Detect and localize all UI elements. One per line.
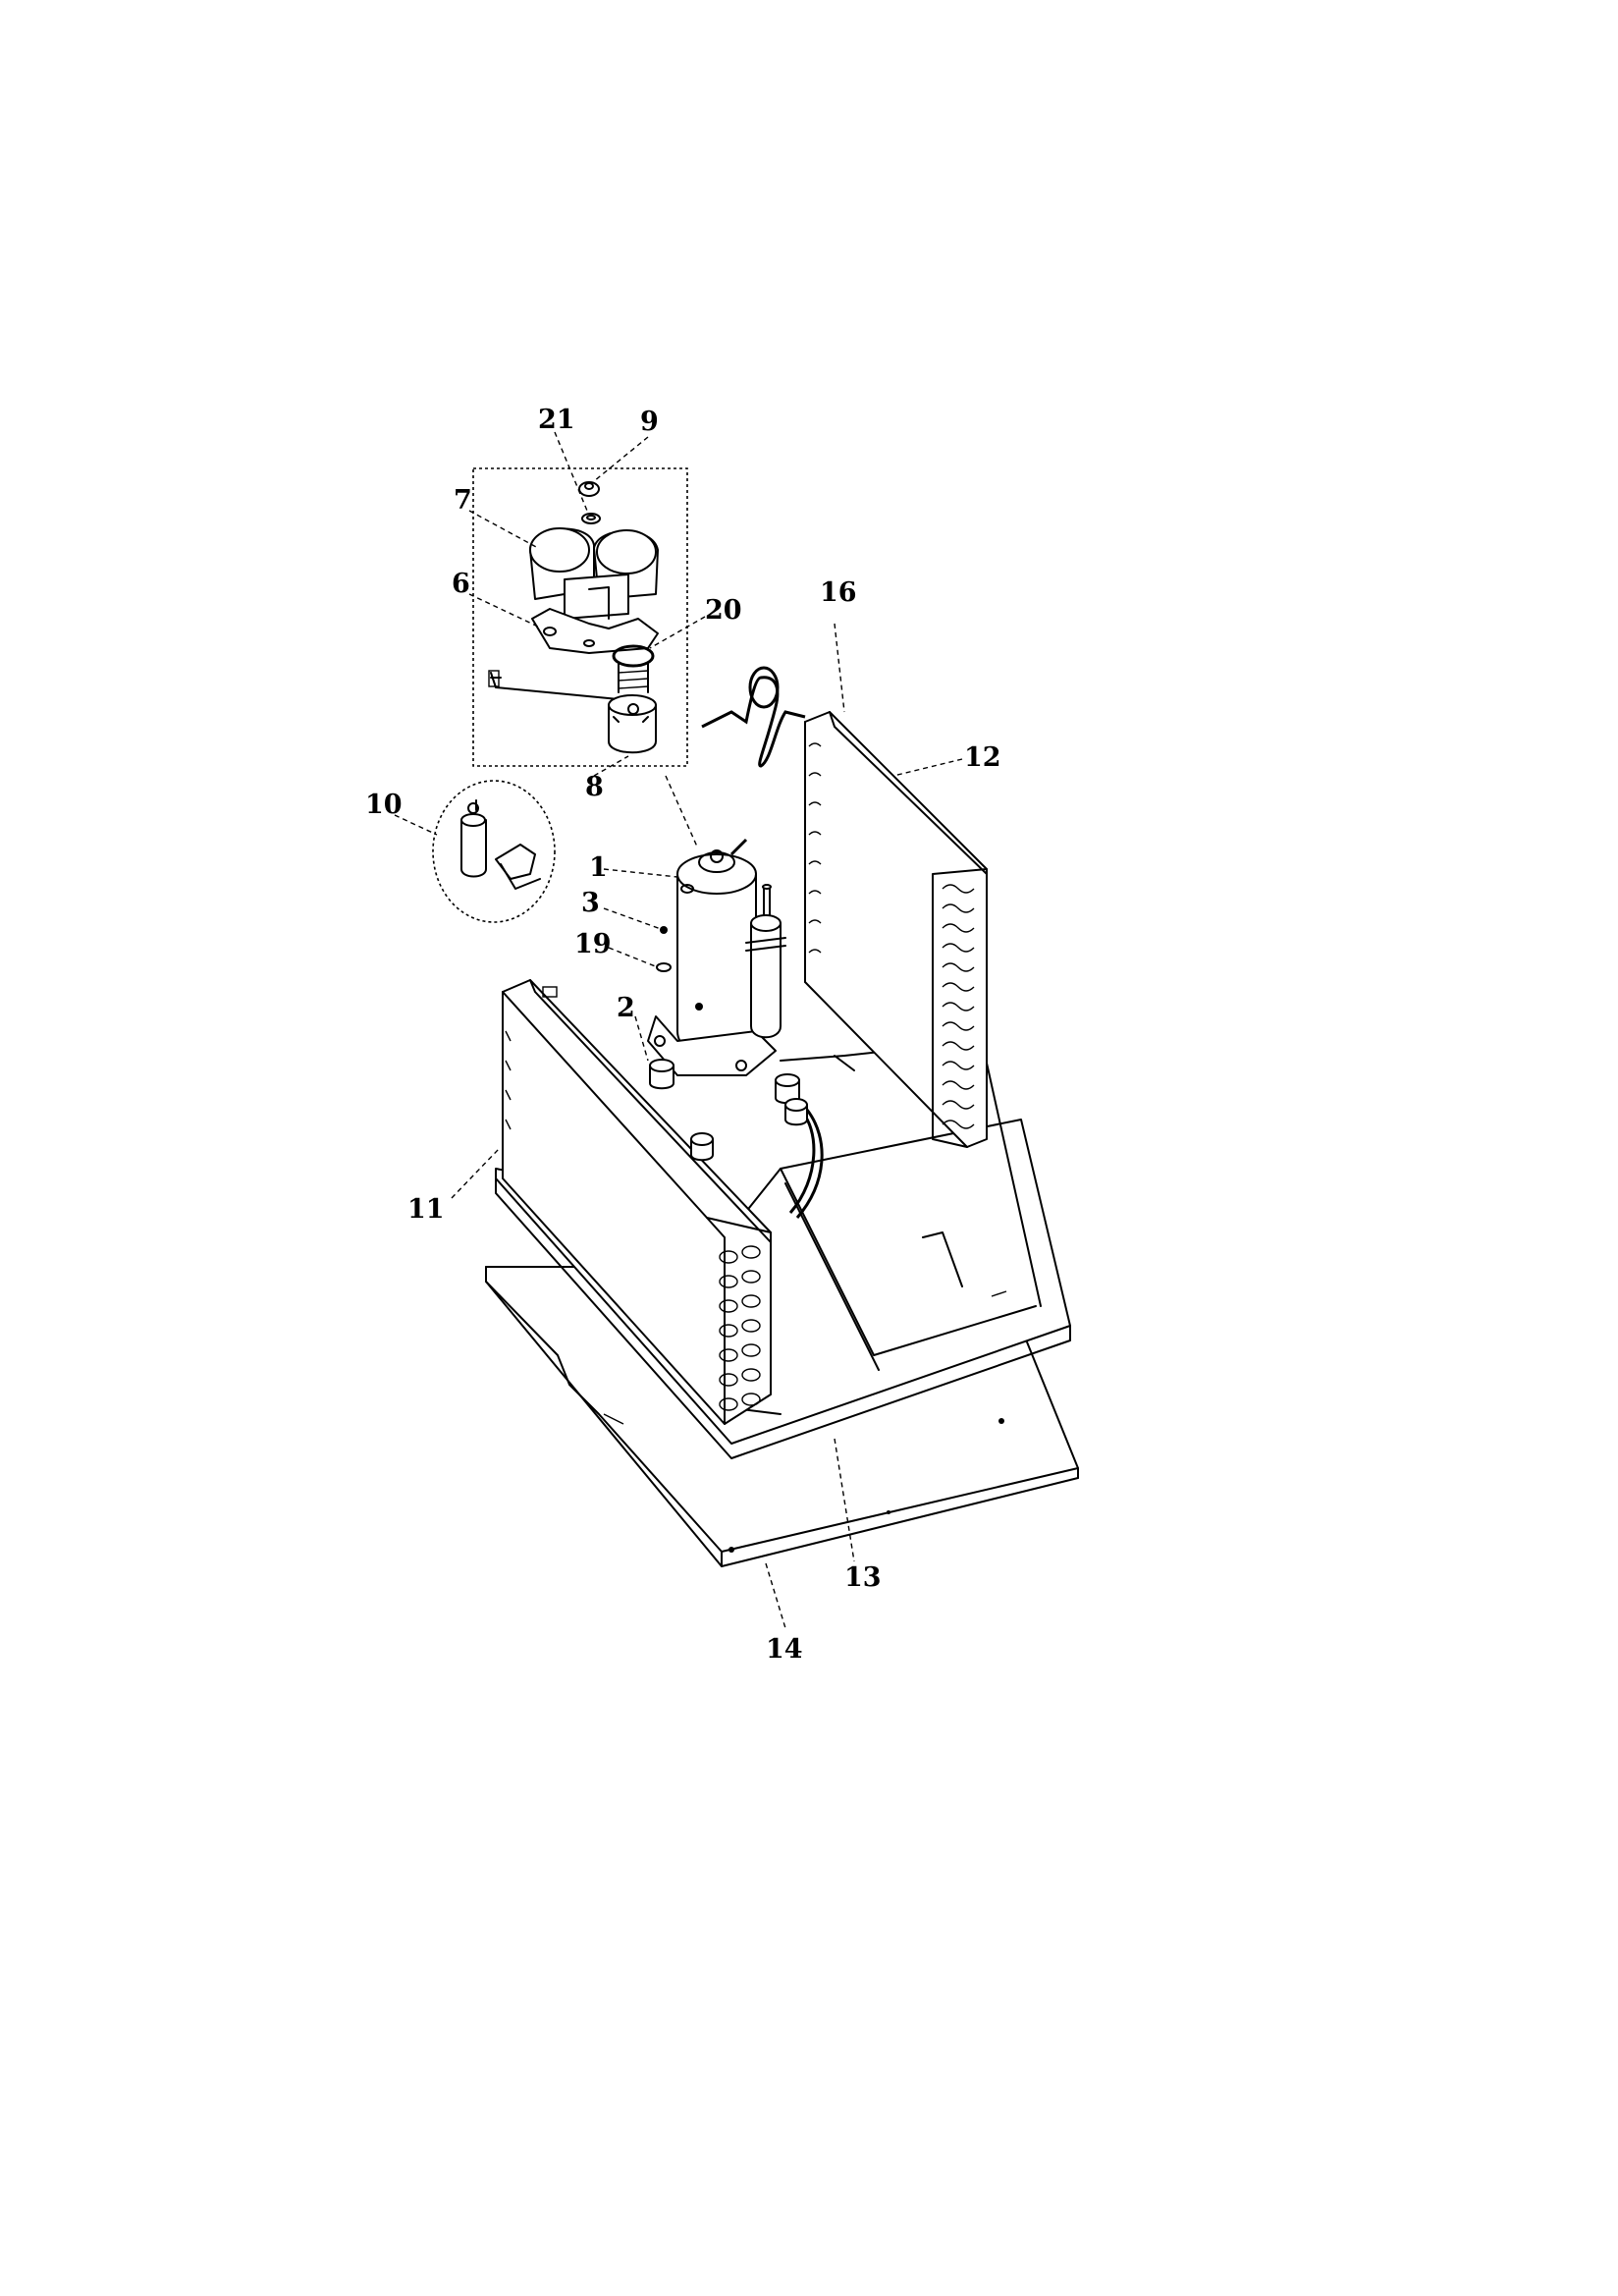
condenser-coil-left [502, 979, 772, 1425]
callout-19: 19 [574, 929, 612, 959]
leader-lines [394, 431, 963, 1629]
callout-21: 21 [538, 405, 575, 435]
callout-13: 13 [844, 1562, 882, 1593]
valve-detail-box [472, 467, 688, 767]
component-detail-circle [432, 780, 556, 923]
callout-1: 1 [589, 852, 608, 883]
capillary-coil [701, 666, 806, 768]
callout-9: 9 [640, 407, 659, 437]
callout-20: 20 [705, 595, 742, 626]
callout-3: 3 [581, 888, 600, 918]
callout-2: 2 [617, 993, 635, 1023]
callout-7: 7 [454, 485, 472, 516]
callout-11: 11 [407, 1194, 445, 1225]
callout-12: 12 [964, 742, 1001, 773]
callout-16: 16 [820, 577, 857, 608]
washers [656, 926, 672, 972]
callout-14: 14 [766, 1634, 803, 1665]
callout-10: 10 [365, 790, 403, 820]
callouts: 21 9 7 6 20 16 12 8 10 1 3 19 2 11 13 14 [365, 405, 1001, 1665]
evaporator-coil-right [804, 711, 988, 1148]
compressor [647, 838, 786, 1076]
callout-8: 8 [585, 772, 604, 802]
grommets [649, 1059, 808, 1162]
callout-6: 6 [452, 569, 470, 599]
